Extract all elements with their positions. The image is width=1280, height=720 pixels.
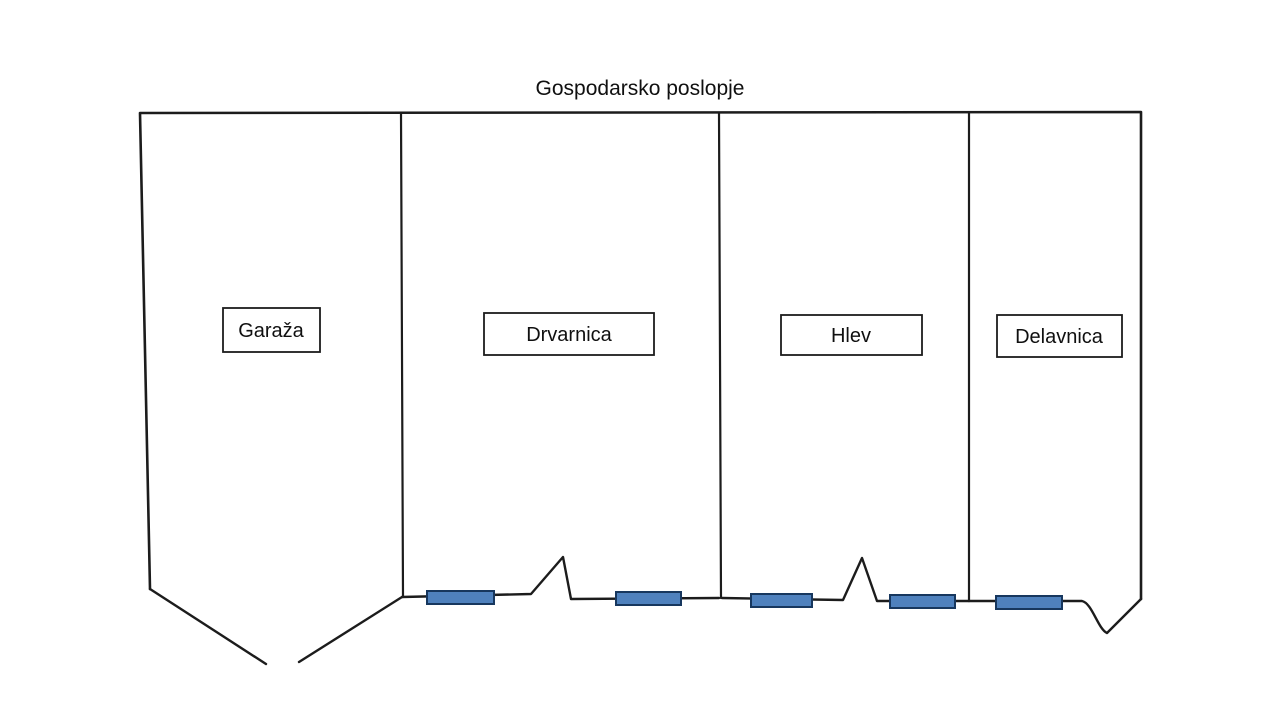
door-marker-4 [889, 594, 956, 609]
divider-drvarnica-hlev [717, 111, 723, 600]
building-walls [138, 110, 1143, 666]
door-markers [426, 590, 1063, 610]
room-label-hlev: Hlev [831, 325, 871, 347]
garage-bottom-right-wall [297, 595, 404, 664]
room-label-drvarnica: Drvarnica [526, 324, 612, 346]
room-label-box-drvarnica [483, 312, 655, 356]
room-label-box-delavnica [996, 314, 1123, 358]
room-label-garaza: Garaža [238, 320, 304, 342]
diagram-title: Gospodarsko poslopje [536, 77, 745, 100]
room-label-boxes [222, 307, 1123, 358]
door-marker-1 [426, 590, 495, 605]
garage-bottom-left-wall [148, 587, 268, 666]
room-label-delavnica: Delavnica [1015, 326, 1104, 348]
building-outline [138, 110, 1143, 601]
door-marker-3 [750, 593, 813, 608]
door-marker-5 [995, 595, 1063, 610]
door-marker-2 [615, 591, 682, 606]
divider-garaza-drvarnica [399, 111, 405, 598]
room-label-box-garaza [222, 307, 321, 353]
room-label-box-hlev [780, 314, 923, 356]
delavnica-bottom-wall [967, 597, 1143, 635]
